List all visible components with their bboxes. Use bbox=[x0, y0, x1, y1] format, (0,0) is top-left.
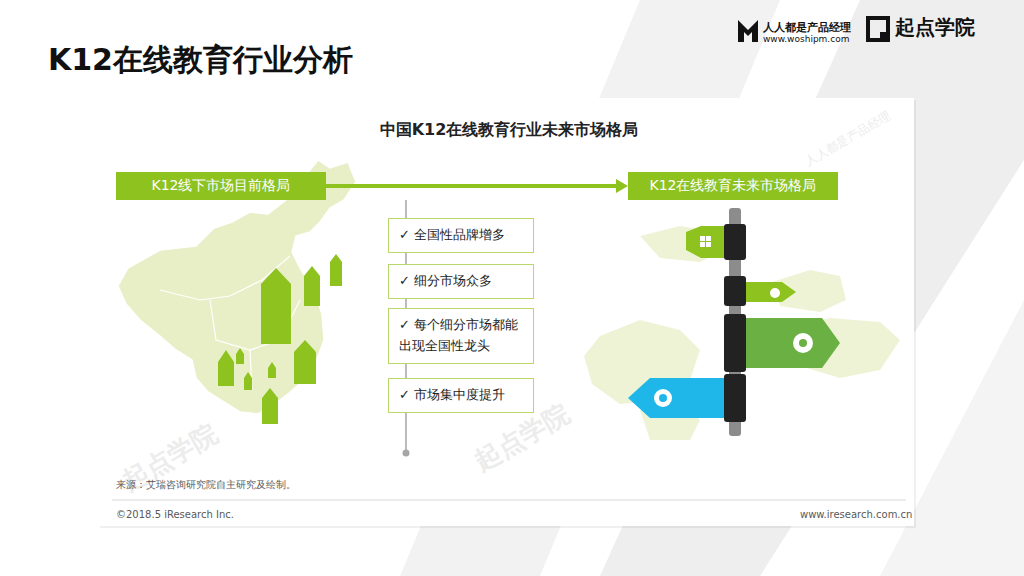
checklist-text: ✓ 全国性品牌增多 bbox=[399, 225, 505, 246]
band-label: K12在线教育未来市场格局 bbox=[650, 177, 817, 195]
slide-title: K12在线教育行业分析 bbox=[48, 40, 353, 81]
checklist-box: ✓ 细分市场众多 bbox=[388, 264, 534, 299]
header-band: K12在线教育未来市场格局 bbox=[628, 172, 838, 200]
brand-name: 人人都是产品经理 bbox=[763, 20, 851, 35]
checklist-text: ✓ 市场集中度提升 bbox=[399, 385, 505, 406]
header-band: K12线下市场目前格局 bbox=[116, 172, 326, 200]
checklist-box: ✓ 每个细分市场都能出现全国性龙头 bbox=[388, 308, 534, 364]
brand-logo-text: 起点学院 bbox=[895, 14, 975, 41]
checklist-box: ✓ 市场集中度提升 bbox=[388, 378, 534, 413]
card-title: 中国K12在线教育行业未来市场格局 bbox=[0, 120, 1021, 141]
band-label: K12线下市场目前格局 bbox=[152, 177, 291, 195]
checklist-text: ✓ 每个细分市场都能出现全国性龙头 bbox=[399, 315, 523, 357]
source-note: 来源：艾瑞咨询研究院自主研究及绘制。 bbox=[116, 478, 296, 492]
copyright: ©2018.5 iResearch Inc. bbox=[116, 509, 234, 520]
brand-url: www.woshipm.com bbox=[763, 34, 849, 44]
flow-arrow bbox=[326, 179, 628, 193]
checklist-text: ✓ 细分市场众多 bbox=[399, 271, 492, 292]
site-url: www.iresearch.com.cn bbox=[800, 509, 912, 520]
checklist-box: ✓ 全国性品牌增多 bbox=[388, 218, 534, 253]
